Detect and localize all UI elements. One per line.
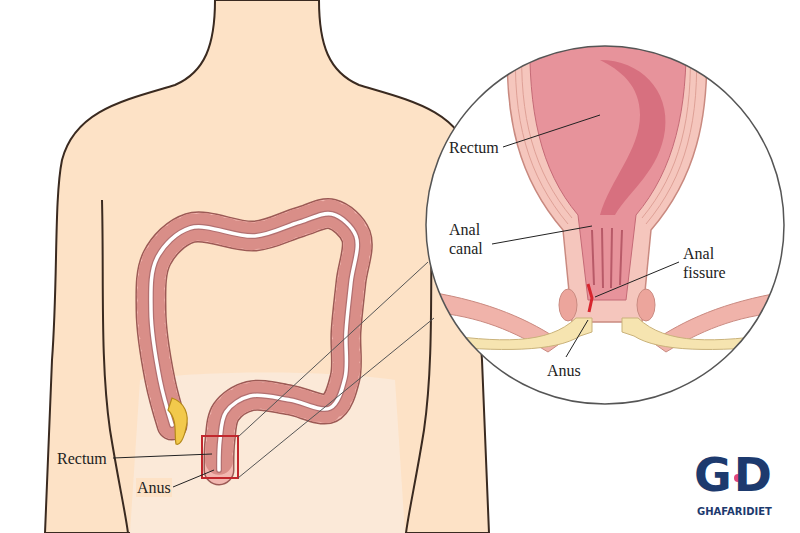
- part-label: Rectum: [56, 449, 108, 468]
- rectal-wall: [507, 30, 707, 322]
- leader-line: [503, 115, 600, 147]
- zoom-box: [202, 436, 238, 478]
- sphincter: [637, 289, 655, 321]
- logo-text: GHAFARIDIET: [697, 506, 772, 518]
- leader-line: [113, 454, 212, 458]
- part-label: Anus: [136, 478, 172, 497]
- colon-haustra: [151, 214, 357, 470]
- logo-mark: GD: [694, 450, 774, 500]
- zoom-line: [238, 262, 428, 437]
- leader-line: [566, 320, 588, 357]
- colon-lining: [151, 214, 357, 470]
- body-outline: [45, 0, 489, 533]
- inset-circle: [426, 46, 784, 404]
- anal-fissure: [588, 284, 592, 312]
- leader-line: [173, 470, 214, 487]
- colon-tube: [151, 214, 357, 470]
- colon: [151, 214, 357, 470]
- colon-lumen: [151, 214, 357, 470]
- anal-columns: [592, 228, 622, 288]
- colon-outline: [151, 214, 357, 470]
- sphincter: [559, 289, 577, 321]
- inset-anatomy: [430, 30, 784, 352]
- leader-line: [492, 226, 592, 244]
- part-label: Anal fissure: [683, 244, 726, 282]
- rectal-lumen: [530, 30, 686, 300]
- leader-line: [595, 262, 679, 297]
- arm-line: [102, 200, 128, 533]
- perianal-skin: [622, 318, 784, 349]
- zoom-line: [238, 318, 434, 478]
- part-label: Anus: [547, 361, 581, 380]
- torso: [45, 0, 489, 533]
- part-label: Rectum: [449, 138, 499, 157]
- appendix: [168, 398, 187, 444]
- rectal-fold: [600, 60, 666, 215]
- part-label: Anal canal: [449, 220, 483, 258]
